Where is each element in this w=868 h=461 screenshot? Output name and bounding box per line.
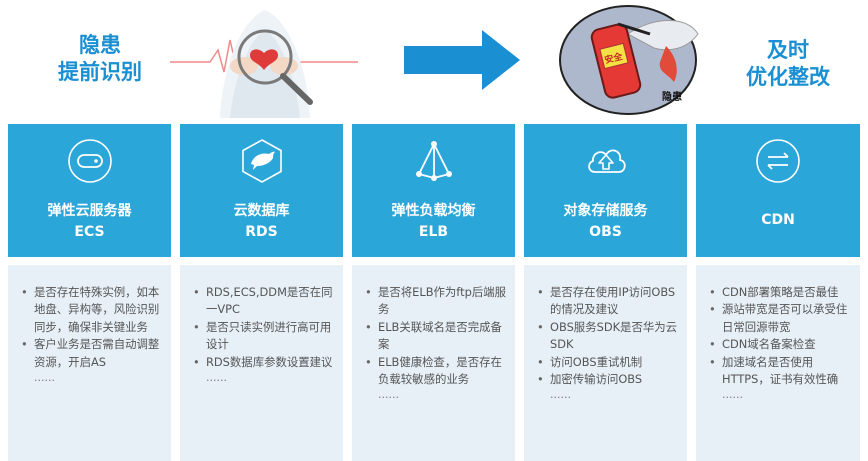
hazard-caption: 隐患 bbox=[662, 90, 682, 103]
service-name: 对象存储服务 bbox=[563, 203, 648, 219]
card-obs: 对象存储服务 OBS 是否存在使用IP访问OBS的情况及建议 OBS服务SDK是… bbox=[524, 124, 687, 461]
list-item: RDS,ECS,DDM是否在同一VPC bbox=[192, 284, 335, 319]
service-abbr: OBS bbox=[589, 224, 622, 240]
list-item: 是否存在使用IP访问OBS的情况及建议 bbox=[536, 284, 679, 319]
card-body: RDS,ECS,DDM是否在同一VPC 是否只读实例进行高可用设计 RDS数据库… bbox=[180, 265, 343, 461]
list-item: ELB健康检查，是否存在负载较敏感的业务 bbox=[364, 354, 507, 389]
service-cards: 弹性云服务器 ECS 是否存在特殊实例，如本地盘、异构等，风险识别同步，确保非关… bbox=[8, 124, 860, 461]
card-ecs: 弹性云服务器 ECS 是否存在特殊实例，如本地盘、异构等，风险识别同步，确保非关… bbox=[8, 124, 171, 461]
list-item: 访问OBS重试机制 bbox=[536, 354, 679, 372]
card-rds: 云数据库 RDS RDS,ECS,DDM是否在同一VPC 是否只读实例进行高可用… bbox=[180, 124, 343, 461]
list-item: 是否存在特殊实例，如本地盘、异构等，风险识别同步，确保非关键业务 bbox=[20, 284, 163, 336]
card-cdn: CDN CDN部署策略是否最佳 源站带宽是否可以承受住日常回源带宽 CDN域名备… bbox=[696, 124, 860, 461]
service-name: 云数据库 bbox=[233, 203, 290, 219]
swap-arrows-icon bbox=[756, 139, 800, 183]
left-title-line-2: 提前识别 bbox=[58, 60, 142, 84]
list-item: 是否只读实例进行高可用设计 bbox=[192, 319, 335, 354]
service-abbr: CDN bbox=[761, 212, 795, 228]
list-item: OBS服务SDK是否华为云SDK bbox=[536, 319, 679, 354]
right-title-line-1: 及时 bbox=[767, 38, 809, 62]
more-ellipsis: ...... bbox=[34, 371, 55, 385]
card-elb: 弹性负载均衡 ELB 是否将ELB作为ftp后端服务 ELB关联域名是否完成备案… bbox=[352, 124, 515, 461]
service-abbr: RDS bbox=[245, 224, 278, 240]
card-body: CDN部署策略是否最佳 源站带宽是否可以承受住日常回源带宽 CDN域名备案检查 … bbox=[696, 265, 860, 461]
checklist: RDS,ECS,DDM是否在同一VPC 是否只读实例进行高可用设计 RDS数据库… bbox=[180, 265, 343, 371]
more-ellipsis: ...... bbox=[378, 388, 399, 402]
left-title: 隐患 提前识别 bbox=[30, 32, 170, 86]
list-item: RDS数据库参数设置建议 bbox=[192, 354, 335, 372]
card-header: 云数据库 RDS bbox=[180, 124, 343, 257]
cloud-upload-icon bbox=[588, 149, 626, 173]
more-ellipsis: ...... bbox=[722, 388, 743, 402]
dolphin-icon bbox=[242, 139, 282, 183]
card-header: 对象存储服务 OBS bbox=[524, 124, 687, 257]
service-abbr: ECS bbox=[74, 224, 105, 240]
list-item: 是否将ELB作为ftp后端服务 bbox=[364, 284, 507, 319]
more-ellipsis: ...... bbox=[550, 388, 571, 402]
service-name: 弹性负载均衡 bbox=[391, 203, 476, 219]
heart-check-illustration bbox=[170, 0, 358, 118]
card-body: 是否将ELB作为ftp后端服务 ELB关联域名是否完成备案 ELB健康检查，是否… bbox=[352, 265, 515, 461]
list-item: CDN域名备案检查 bbox=[708, 336, 852, 354]
right-title: 及时 优化整改 bbox=[718, 37, 858, 91]
list-item: 源站带宽是否可以承受住日常回源带宽 bbox=[708, 301, 852, 336]
checklist: 是否存在使用IP访问OBS的情况及建议 OBS服务SDK是否华为云SDK 访问O… bbox=[524, 265, 687, 389]
card-header: 弹性云服务器 ECS bbox=[8, 124, 171, 257]
card-header: CDN bbox=[696, 124, 860, 257]
extinguisher-illustration: 安全 隐患 bbox=[559, 5, 699, 115]
list-item: 加密传输访问OBS bbox=[536, 371, 679, 389]
list-item: ELB关联域名是否完成备案 bbox=[364, 319, 507, 354]
header: 隐患 提前识别 安全 隐患 及时 优化整改 bbox=[0, 0, 868, 118]
card-header: 弹性负载均衡 ELB bbox=[352, 124, 515, 257]
card-body: 是否存在特殊实例，如本地盘、异构等，风险识别同步，确保非关键业务 客户业务是否需… bbox=[8, 265, 171, 461]
card-body: 是否存在使用IP访问OBS的情况及建议 OBS服务SDK是否华为云SDK 访问O… bbox=[524, 265, 687, 461]
list-item: 加速域名是否使用HTTPS，证书有效性确 bbox=[708, 354, 852, 389]
load-balancer-icon bbox=[416, 141, 452, 181]
list-item: CDN部署策略是否最佳 bbox=[708, 284, 852, 302]
service-abbr: ELB bbox=[418, 224, 449, 240]
more-ellipsis: ...... bbox=[206, 371, 227, 385]
service-name: 弹性云服务器 bbox=[47, 203, 132, 219]
checklist: 是否将ELB作为ftp后端服务 ELB关联域名是否完成备案 ELB健康检查，是否… bbox=[352, 265, 515, 388]
left-title-line-1: 隐患 bbox=[79, 33, 121, 57]
arrow-right-icon bbox=[404, 30, 520, 90]
checklist: CDN部署策略是否最佳 源站带宽是否可以承受住日常回源带宽 CDN域名备案检查 … bbox=[696, 265, 860, 388]
list-item: 客户业务是否需自动调整资源，开启AS bbox=[20, 336, 163, 371]
right-title-line-2: 优化整改 bbox=[746, 65, 830, 89]
server-icon bbox=[68, 139, 112, 183]
checklist: 是否存在特殊实例，如本地盘、异构等，风险识别同步，确保非关键业务 客户业务是否需… bbox=[8, 265, 171, 371]
